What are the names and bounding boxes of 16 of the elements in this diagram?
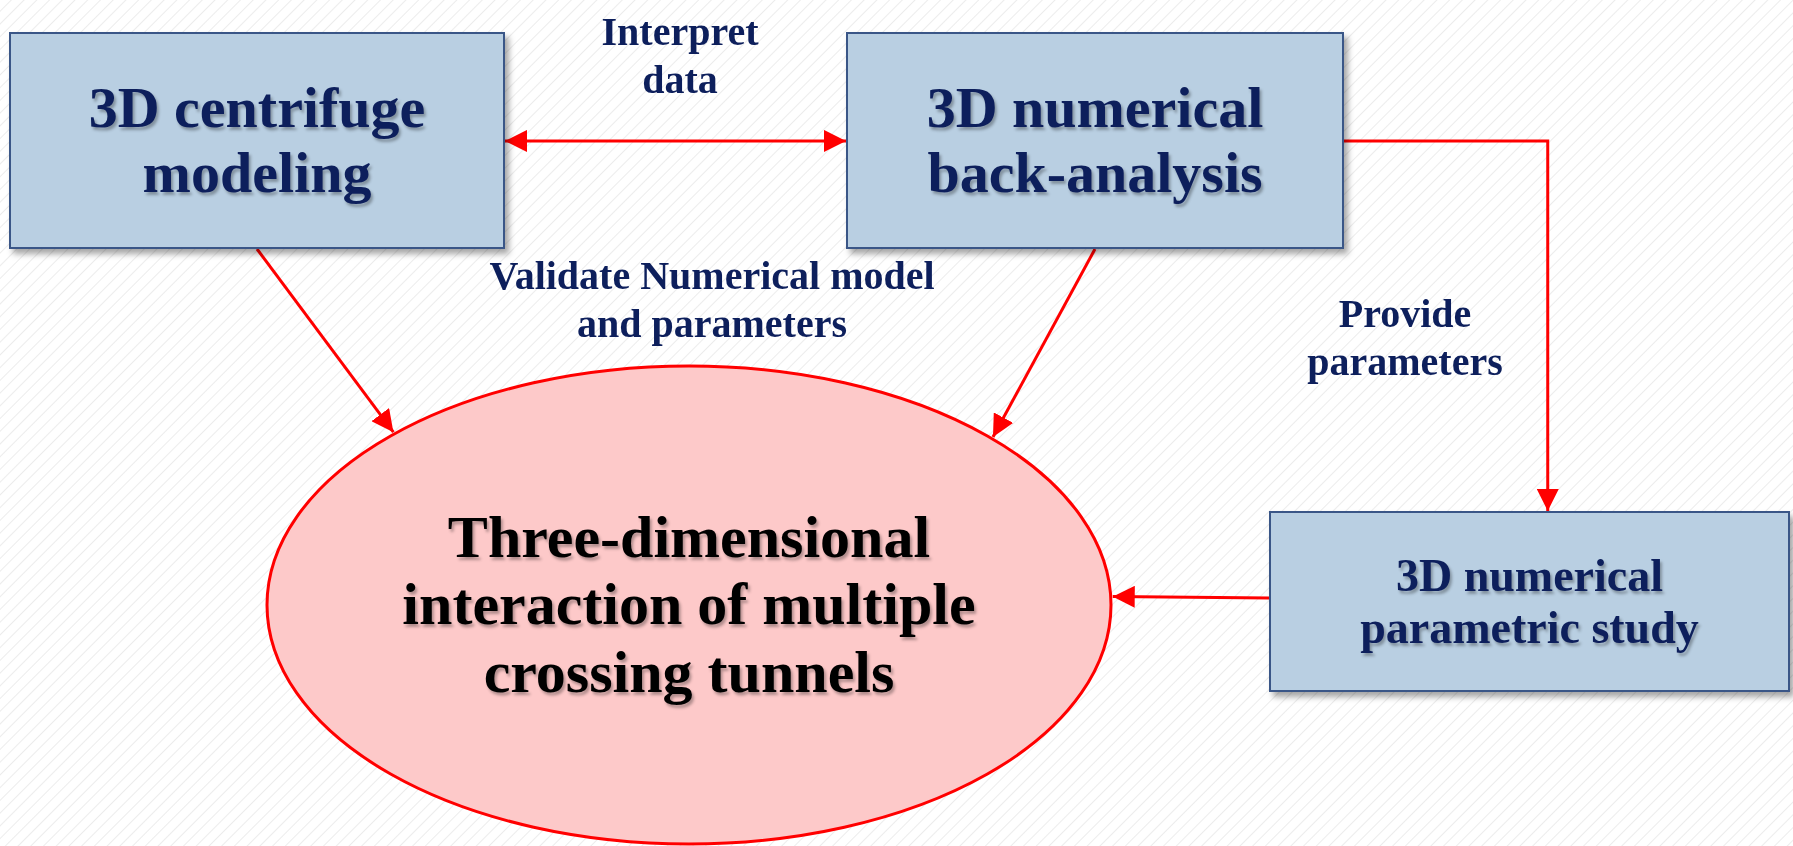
- node-text: Three-dimensional interaction of multiple crossing tunnels: [401, 504, 977, 706]
- arrow: [505, 129, 846, 152]
- ellipse-node: [265, 364, 1113, 846]
- arrow: [1112, 585, 1269, 608]
- node-text: 3D centrifuge modeling: [87, 75, 427, 206]
- process-box: [846, 32, 1344, 249]
- note-label: Validate Numerical model and parameters: [488, 252, 936, 348]
- node-text: 3D numerical back-analysis: [925, 75, 1265, 206]
- process-box: [9, 32, 505, 249]
- edge-label: Interpret data: [600, 8, 760, 104]
- arrow: [255, 248, 395, 434]
- process-box: [1269, 511, 1790, 692]
- edge-label: Provide parameters: [1306, 290, 1504, 386]
- arrow: [1344, 139, 1559, 511]
- node-text: 3D numerical parametric study: [1359, 550, 1700, 653]
- arrow: [991, 248, 1097, 438]
